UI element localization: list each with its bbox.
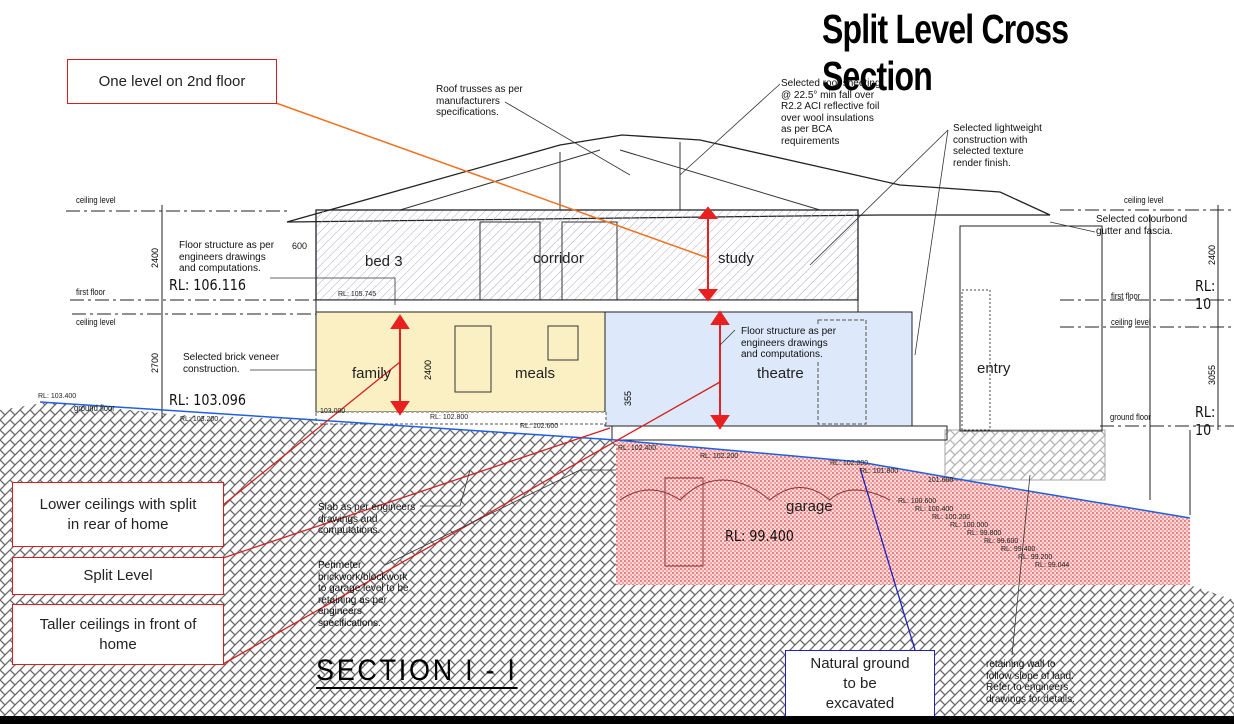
room-garage: garage: [786, 498, 833, 515]
callout-split-level: Split Level: [12, 557, 224, 595]
level-ceiling2-left: ceiling level: [76, 317, 116, 327]
level-first-left: first floor: [76, 287, 106, 297]
note-roof-trusses: Roof trusses as per manufacturers specif…: [436, 84, 523, 118]
rl-ground-floor: RL: 103.096: [169, 391, 247, 409]
rl-spot: 101.600: [928, 477, 954, 484]
rl-spot: RL: 102.800: [430, 414, 469, 421]
callout-one-level: One level on 2nd floor: [67, 59, 277, 104]
rl-spot: RL: 102.000: [830, 460, 869, 467]
rl-spot: RL: 99.400: [1001, 546, 1036, 553]
level-ceiling-left: ceiling level: [76, 195, 116, 205]
rl-spot: RL: 103.200: [180, 416, 219, 423]
callout-natural-ground: Natural ground to be excavated: [785, 650, 935, 718]
rl-ground-right: RL: 10: [1195, 403, 1216, 439]
rl-spot: RL: 102.200: [700, 453, 739, 460]
room-study: study: [718, 250, 754, 267]
dim-2700: 2700: [150, 352, 160, 373]
rl-spot: RL: 99.800: [967, 530, 1002, 537]
rl-spot: RL: 99.600: [984, 538, 1019, 545]
note-floor-structure-1: Floor structure as per engineers drawing…: [179, 240, 275, 274]
note-colourbond: Selected colourbond gutter and fascia.: [1096, 214, 1188, 237]
rl-spot: RL: 99.200: [1018, 554, 1053, 561]
dim-2400-upper: 2400: [150, 247, 160, 268]
ground-earth-right: [616, 575, 1234, 716]
natural-ground-leader: [859, 467, 916, 651]
rl-spot: RL: 100.400: [915, 506, 954, 513]
room-family: family: [352, 365, 392, 382]
dim-3055: 3055: [1207, 364, 1217, 385]
garage-fill: [616, 440, 1190, 585]
note-lightweight: Selected lightweight construction with s…: [953, 123, 1042, 169]
dim-600: 600: [292, 241, 308, 251]
callout-taller-ceilings: Taller ceilings in front of home: [12, 604, 224, 665]
level-ceiling-right: ceiling level: [1124, 195, 1164, 205]
room-bed3: bed 3: [365, 253, 403, 270]
level-first-right: first floor: [1111, 291, 1141, 301]
diagram-title: Split Level Cross Section: [822, 6, 1069, 99]
roof: [286, 134, 1051, 223]
callout-lower-ceilings: Lower ceilings with split in rear of hom…: [12, 482, 224, 547]
rl-spot: RL: 103.400: [38, 393, 77, 400]
level-ceiling2-right: ceiling level: [1111, 317, 1151, 327]
rl-first-right: RL: 10: [1195, 277, 1216, 313]
room-theatre: theatre: [757, 365, 804, 382]
note-slab: Slab as per engineers drawings and compu…: [318, 502, 416, 536]
rl-spot: 103.000: [320, 408, 346, 415]
rl-spot: RL: 100.600: [898, 498, 937, 505]
entry-area: [959, 225, 1103, 432]
rl-garage: RL: 99.400: [725, 527, 794, 545]
rl-spot: RL: 102.600: [520, 423, 559, 430]
room-meals: meals: [515, 365, 556, 382]
family-meals-area: [315, 311, 606, 413]
bottom-border-bar: [0, 716, 1234, 724]
rl-spot: RL: 101.800: [860, 468, 899, 475]
garage-door: [664, 477, 704, 567]
note-floor-structure-2: Floor structure as per engineers drawing…: [741, 326, 837, 361]
rl-first-floor: RL: 106.116: [169, 276, 247, 294]
dim-2400-family: 2400: [423, 359, 433, 380]
one-level-leader: [275, 102, 709, 259]
note-perimeter: Perimeter brickwork/blockwork to garage …: [318, 560, 409, 629]
upper-floor: [315, 209, 859, 301]
rl-spot: RL: 100.200: [932, 514, 971, 521]
dim-2400-right: 2400: [1207, 244, 1217, 265]
dim-355: 355: [623, 390, 633, 406]
note-brick-veneer: Selected brick veneer construction.: [183, 352, 280, 375]
room-entry: entry: [977, 360, 1011, 377]
level-ground-right: ground floor: [1110, 412, 1151, 422]
rl-spot: RL: 100.000: [950, 522, 989, 529]
note-retaining-wall: retaining wall to follow slope of land. …: [986, 659, 1075, 705]
room-corridor: corridor: [533, 250, 584, 267]
level-ground-left: ground floor: [74, 403, 115, 413]
rl-spot: RL: 105.745: [338, 291, 377, 298]
note-roof-sheeting: Selected roof sheeting @ 22.5° min fall …: [781, 78, 881, 147]
section-label: SECTION I - I: [316, 654, 518, 689]
rl-spot: RL: 99.044: [1035, 562, 1070, 569]
rl-spot: RL: 102.400: [618, 445, 657, 452]
natural-ground-line: [39, 401, 1191, 519]
